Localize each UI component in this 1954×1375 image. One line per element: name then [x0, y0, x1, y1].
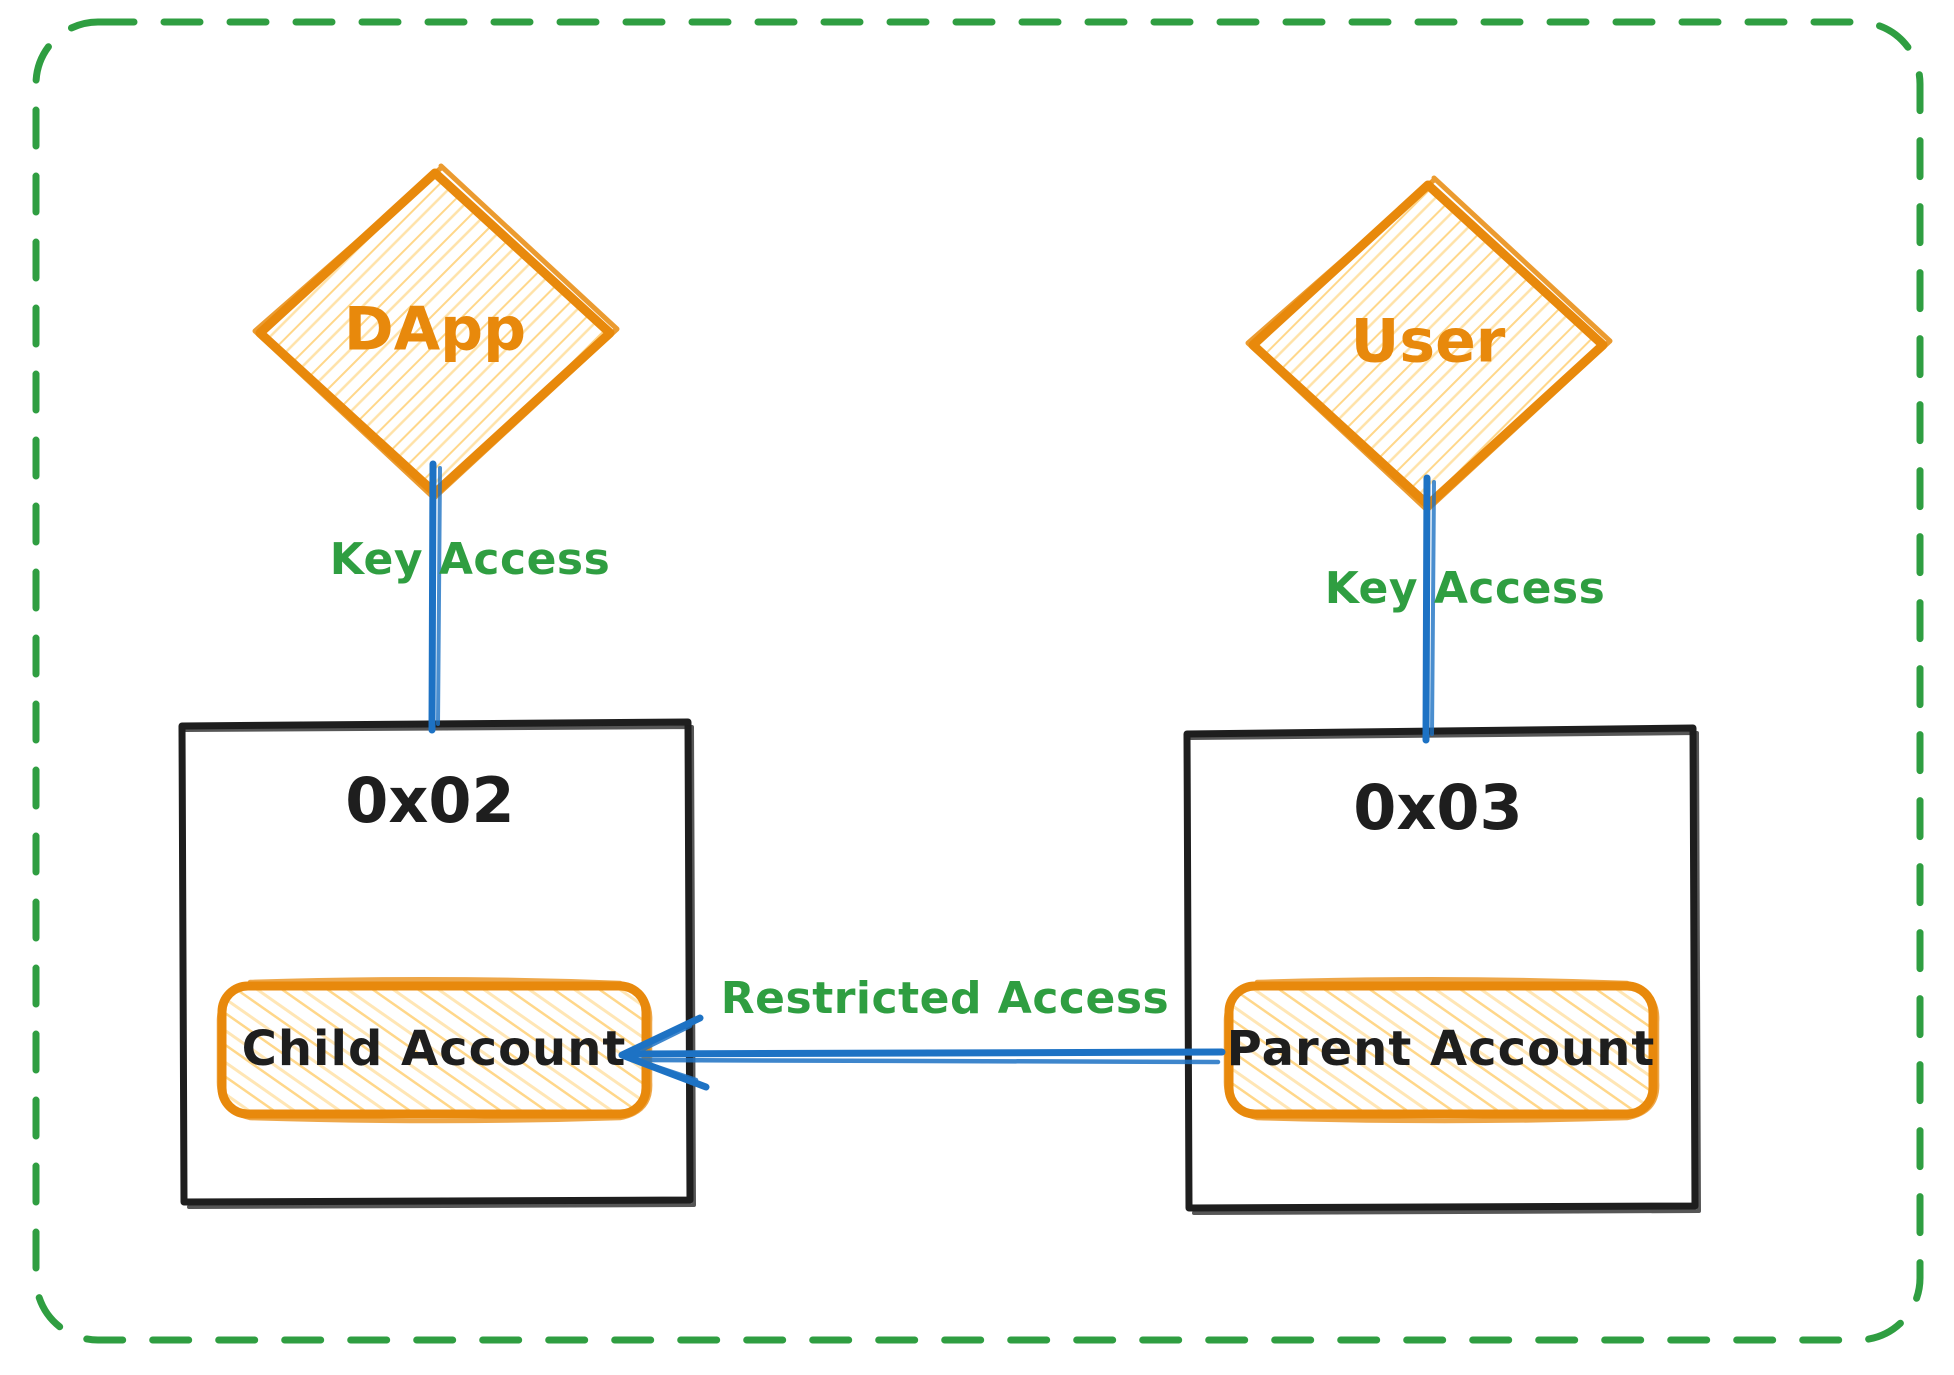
account-0x03-label: 0x03 [1353, 771, 1522, 844]
account-0x02-outline-sketch [184, 725, 696, 1209]
user-label: User [1351, 307, 1506, 377]
node-user[interactable]: User [1243, 172, 1623, 522]
edge-restricted-arrowhead-b [624, 1023, 699, 1083]
child-account-label: Child Account [242, 1021, 627, 1077]
edge-restricted-line-b [629, 1057, 1221, 1065]
edge-restricted-line-a [624, 1048, 1226, 1058]
node-dapp[interactable]: DApp [250, 160, 630, 510]
child-account-outline-sketch [216, 976, 653, 1124]
edge-parent-to-child[interactable]: Restricted Access [618, 973, 1226, 1091]
node-parent-account[interactable]: Parent Account [1217, 975, 1667, 1125]
child-account-fill [222, 986, 646, 1114]
account-0x02-label: 0x02 [345, 764, 514, 837]
edge-dapp-line-a [428, 460, 437, 734]
edge-dapp-to-child[interactable]: Key Access [330, 460, 611, 734]
edge-dapp-label: Key Access [330, 534, 611, 585]
node-child-account[interactable]: Child Account [210, 975, 660, 1125]
dashed-boundary [32, 18, 1924, 1344]
node-account-0x02[interactable]: 0x02 [178, 718, 696, 1209]
edge-user-line-b [1430, 480, 1436, 736]
edge-user-to-parent[interactable]: Key Access [1325, 474, 1606, 744]
edge-dapp-line-b [436, 466, 442, 726]
parent-account-fill [1229, 986, 1653, 1114]
parent-account-outline-sketch [1223, 976, 1660, 1124]
parent-account-label: Parent Account [1227, 1021, 1656, 1077]
account-0x03-outline-sketch [1189, 731, 1701, 1215]
edge-restricted-label: Restricted Access [721, 973, 1169, 1024]
account-0x02-outline [178, 718, 694, 1206]
edge-user-line-a [1422, 474, 1431, 744]
dapp-label: DApp [344, 295, 526, 365]
edge-user-label: Key Access [1325, 563, 1606, 614]
parent-account-outline [1224, 981, 1658, 1119]
node-account-0x03[interactable]: 0x03 [1183, 724, 1701, 1215]
